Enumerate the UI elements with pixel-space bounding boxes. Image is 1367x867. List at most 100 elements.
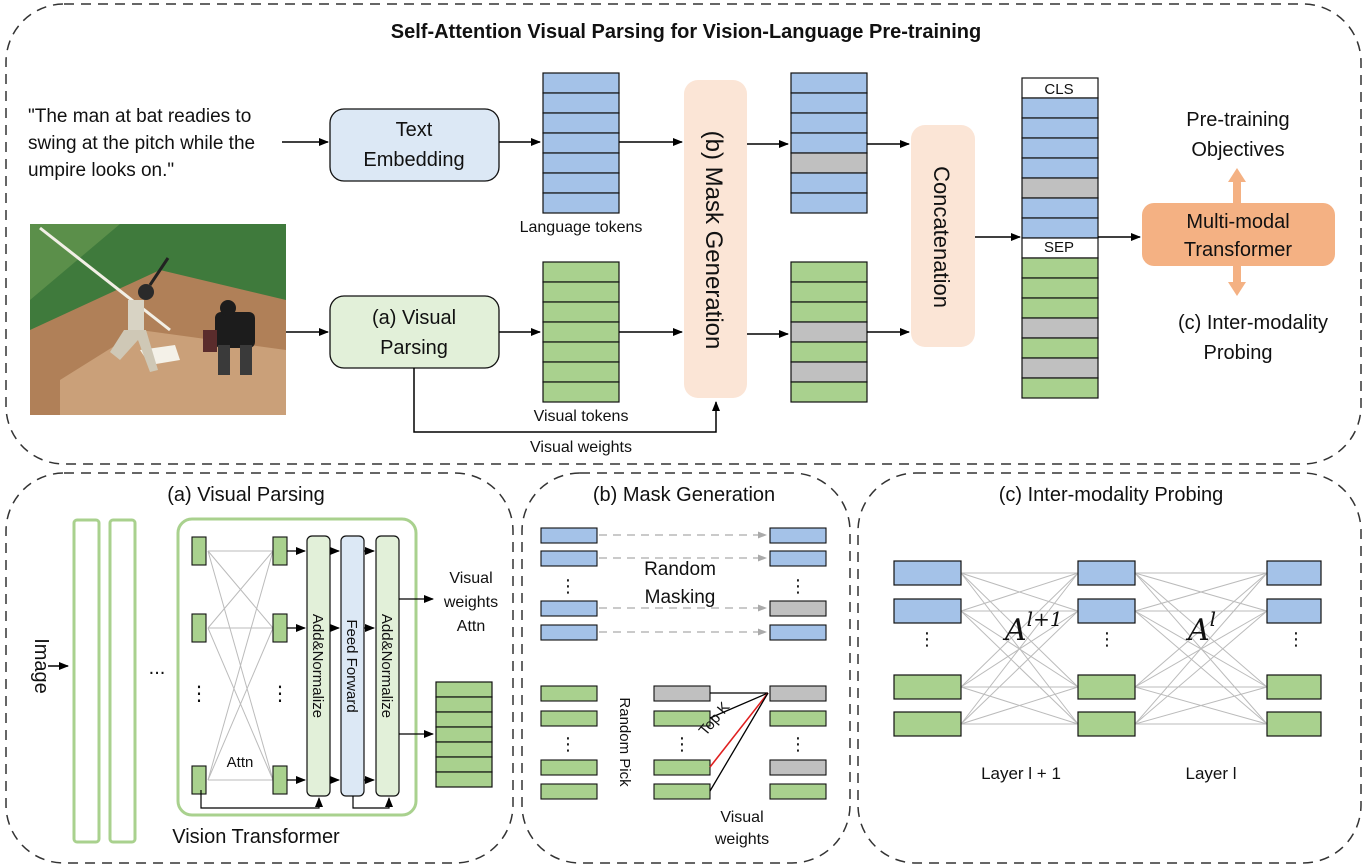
vision-transformer-block [176,517,418,817]
probe-token [893,711,962,737]
weight-line [709,692,769,719]
b-vdots-3: ⋮ [559,734,577,754]
token-cell [542,301,620,323]
probing-token-columns [893,560,1322,737]
probe-token [1077,674,1136,700]
probe-token [1266,711,1322,737]
token-cell [542,112,620,134]
vdots-right: ⋮ [270,683,290,705]
token-cell [542,192,620,214]
probe-line [960,572,1079,725]
token-cell [542,72,620,94]
diagram-title: Self-Attention Visual Parsing for Vision… [391,21,981,43]
probe-line [960,610,1079,725]
visual-parsing-output-stack [435,681,493,788]
attention-a-l1: Al+1 [1002,607,1063,648]
baseball-photo [30,224,286,415]
token-cell [542,132,620,154]
caption-line-2: swing at the pitch while the [28,133,255,154]
masked-language-token [769,550,827,567]
probing-label-1: (c) Inter-modality [1178,312,1328,334]
token-cell [542,341,620,363]
token-cell [790,281,868,303]
text-embedding-label-1: Text [396,119,433,141]
probe-line [1134,572,1268,688]
visual-tokens-label: Visual tokens [534,408,629,425]
token-cell [435,771,493,788]
output-visual-token [769,783,827,800]
add-normalize-2-label: Add&Normalize [378,614,395,718]
c-vdots-2: ⋮ [1098,629,1116,649]
token-cell [790,72,868,94]
token-cell [435,756,493,773]
token-cell [1021,117,1099,139]
input-token-column [191,536,207,795]
probe-token [893,674,962,700]
weight-line [709,692,769,792]
c-vdots-3: ⋮ [1287,629,1305,649]
language-token-stack [542,72,620,214]
caption-line-3: umpire looks on." [28,160,174,181]
text-embedding-box [329,108,500,182]
source-visual-token [540,759,598,776]
b-visual-weights-label-1: Visual [720,809,763,826]
masked-language-token [769,624,827,641]
vision-transformer-label: Vision Transformer [172,826,340,848]
probe-token [1077,711,1136,737]
source-visual-token [540,685,598,702]
attention-line [207,550,274,629]
text-embedding-label-2: Embedding [363,149,464,171]
probe-token [1077,560,1136,586]
b-vdots-4: ⋮ [673,734,691,754]
probe-line [960,572,1079,688]
token-cell [790,172,868,194]
token-cell [435,696,493,713]
token-cell [1021,177,1099,199]
masked-visual-token-stack [790,261,868,403]
concatenation-label: Concatenation [929,166,954,308]
token-cell [790,341,868,363]
mask-generation-label: (b) Mask Generation [700,131,727,350]
probe-line [1134,572,1268,612]
token-cell [1021,317,1099,339]
token-cell [435,711,493,728]
token-cell [790,381,868,403]
token-cell [1021,97,1099,119]
token-cell [542,321,620,343]
attention-connections [207,550,274,781]
caption-line-1: "The man at bat readies to [28,106,251,127]
b-visual-weights-label-2: weights [714,831,769,848]
layers-ellipsis: ... [149,657,166,679]
layer-right-label: Layer l [1185,764,1236,783]
sep-token-label: SEP [1044,239,1074,256]
cls-token-label: CLS [1044,81,1073,98]
source-visual-token [540,783,598,800]
probe-line [1134,610,1268,725]
picked-visual-token [653,783,711,800]
probing-label-2: Probing [1204,342,1273,364]
probe-token [1266,674,1322,700]
b-vdots-2: ⋮ [789,576,807,596]
vdots-left: ⋮ [189,683,209,705]
token-cell [542,381,620,403]
probe-line [1134,686,1268,725]
mask-generation-box [684,80,747,398]
source-visual-token [540,710,598,727]
token-cell [1021,377,1099,399]
token-cell [542,361,620,383]
token-cell [542,172,620,194]
probe-token [893,560,962,586]
token-cell [1021,257,1099,279]
residual-1 [200,790,323,809]
objectives-label-2: Objectives [1191,139,1284,161]
vit-layer-1 [72,518,101,844]
probe-line [960,686,1079,725]
transformer-label-1: Multi-modal [1186,211,1289,233]
output-visual-token [769,685,827,702]
top-panel-border [5,3,1362,465]
attention-line [207,550,274,781]
probing-connections [960,572,1268,725]
probe-line [1134,572,1268,725]
token-cell [1021,277,1099,299]
probe-token [893,598,962,624]
